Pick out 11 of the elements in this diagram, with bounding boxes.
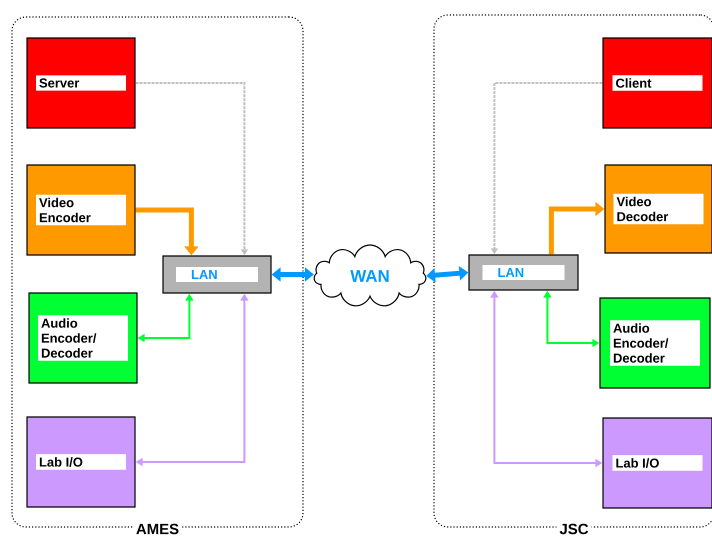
device-box: Client	[602, 37, 712, 129]
device-box: Video Decoder	[604, 164, 712, 254]
device-box: Audio Encoder/ Decoder	[599, 297, 711, 389]
lan-box: LAN	[468, 254, 579, 291]
lan-box: LAN	[162, 255, 272, 294]
device-box: Lab I/O	[602, 417, 712, 509]
network-cloud: WAN	[314, 244, 426, 306]
device-box: Audio Encoder/ Decoder	[28, 292, 138, 384]
device-box: Lab I/O	[26, 416, 136, 508]
device-box: Server	[26, 37, 136, 129]
device-box: Video Encoder	[26, 164, 136, 256]
